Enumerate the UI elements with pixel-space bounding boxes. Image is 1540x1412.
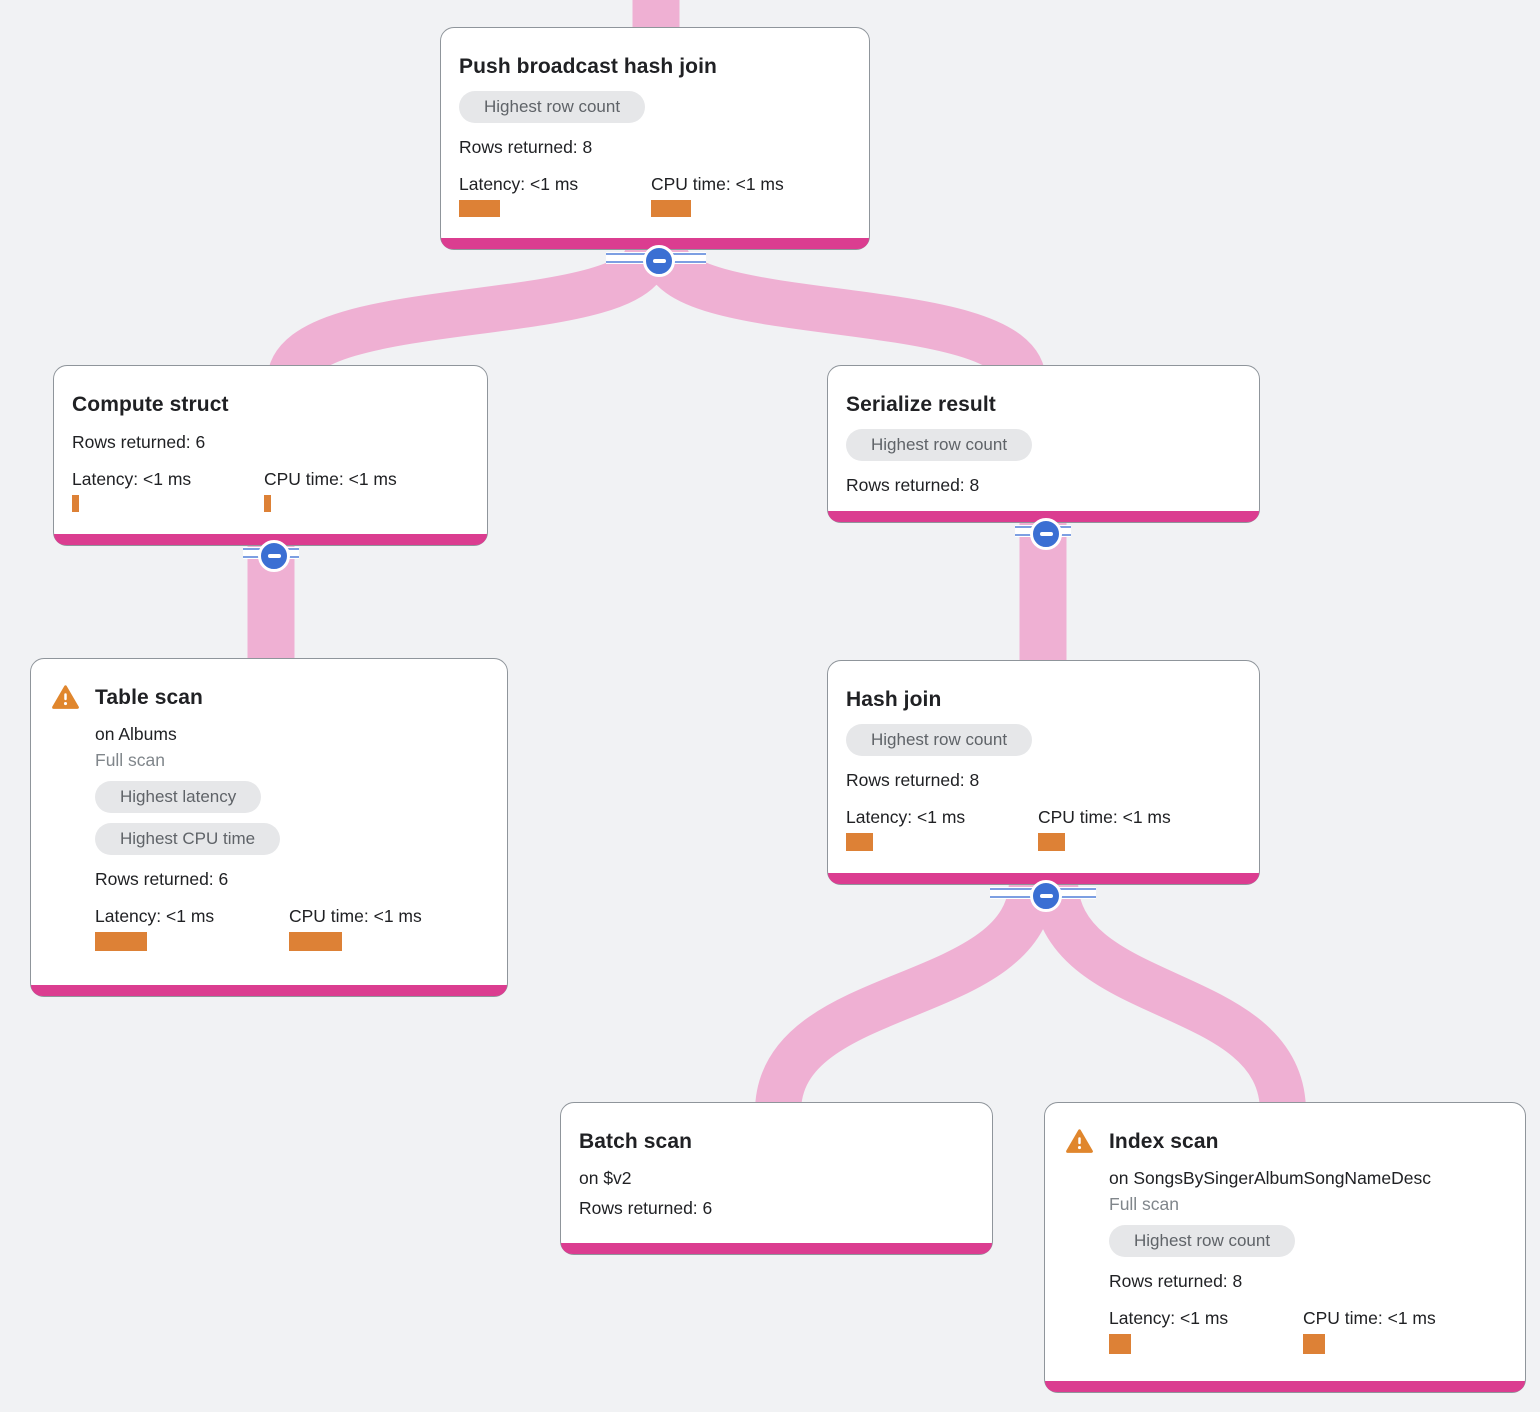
node-title: Push broadcast hash join: [459, 55, 717, 78]
plan-node-serialize-result[interactable]: Serialize result Highest row count Rows …: [827, 365, 1260, 523]
cpu-time-label: CPU time: <1 ms: [651, 174, 784, 194]
highest-latency-badge: Highest latency: [95, 781, 262, 813]
highest-cpu-time-badge: Highest CPU time: [95, 823, 281, 855]
highest-row-count-badge: Highest row count: [459, 91, 646, 123]
node-target-text: on $v2: [579, 1168, 632, 1188]
collapse-toggle-push-broadcast-hash-join: [606, 245, 706, 277]
latency-bar: [459, 200, 500, 217]
latency-bar: [846, 833, 873, 851]
collapse-toggle-hash-join: [990, 880, 1096, 912]
warning-icon: [1066, 1129, 1093, 1154]
cpu-time-bar: [1038, 833, 1065, 851]
latency-label: Latency: <1 ms: [846, 807, 966, 827]
rows-returned-text: Rows returned: 8: [846, 475, 980, 495]
collapse-toggle-compute-struct: [243, 540, 299, 572]
rows-returned-text: Rows returned: 6: [72, 432, 206, 452]
collapse-button[interactable]: [1030, 880, 1062, 912]
cpu-time-bar: [651, 200, 691, 217]
warning-icon: [52, 685, 79, 710]
link-push-to-compute-struct: [267, 245, 671, 386]
node-accent-bar: [1045, 1381, 1525, 1392]
plan-node-compute-struct[interactable]: Compute struct Rows returned: 6 Latency:…: [53, 365, 488, 546]
collapse-toggle-serialize-result: [1015, 518, 1071, 550]
rows-returned-text: Rows returned: 6: [579, 1198, 713, 1218]
node-accent-bar: [441, 238, 869, 249]
collapse-button[interactable]: [1030, 518, 1062, 550]
cpu-time-label: CPU time: <1 ms: [264, 469, 397, 489]
node-accent-bar: [54, 534, 487, 545]
rows-returned-text: Rows returned: 8: [459, 137, 593, 157]
node-accent-bar: [561, 1243, 992, 1254]
cpu-time-bar: [1303, 1334, 1325, 1354]
node-title: Hash join: [846, 688, 942, 711]
plan-node-hash-join[interactable]: Hash join Highest row count Rows returne…: [827, 660, 1260, 885]
latency-bar: [1109, 1334, 1131, 1354]
minus-icon: [652, 259, 666, 263]
link-hash-join-to-index-scan: [1032, 878, 1306, 1114]
collapse-button[interactable]: [258, 540, 290, 572]
collapse-button[interactable]: [643, 245, 675, 277]
latency-label: Latency: <1 ms: [459, 174, 579, 194]
scan-type-text: Full scan: [95, 750, 166, 770]
node-target-text: on Albums: [95, 724, 177, 744]
node-accent-bar: [828, 873, 1259, 884]
latency-label: Latency: <1 ms: [72, 469, 192, 489]
link-push-to-serialize-result: [642, 245, 1046, 386]
highest-row-count-badge: Highest row count: [846, 429, 1033, 461]
minus-icon: [267, 554, 281, 558]
cpu-time-bar: [289, 932, 342, 951]
scan-type-text: Full scan: [1109, 1194, 1180, 1214]
node-accent-bar: [828, 511, 1259, 522]
node-title: Compute struct: [72, 393, 229, 416]
rows-returned-text: Rows returned: 6: [95, 869, 229, 889]
latency-label: Latency: <1 ms: [1109, 1308, 1229, 1328]
plan-node-index-scan[interactable]: Index scan on SongsBySingerAlbumSongName…: [1044, 1102, 1526, 1393]
minus-icon: [1039, 532, 1053, 536]
node-target-text: on SongsBySingerAlbumSongNameDesc: [1109, 1168, 1431, 1188]
cpu-time-label: CPU time: <1 ms: [1038, 807, 1171, 827]
link-hash-join-to-batch-scan: [755, 878, 1055, 1114]
cpu-time-bar: [264, 495, 271, 512]
cpu-time-label: CPU time: <1 ms: [1303, 1308, 1436, 1328]
latency-bar: [95, 932, 147, 951]
rows-returned-text: Rows returned: 8: [1109, 1271, 1243, 1291]
minus-icon: [1039, 894, 1053, 898]
plan-node-table-scan[interactable]: Table scan on Albums Full scan Highest l…: [30, 658, 508, 997]
node-title: Index scan: [1109, 1130, 1219, 1153]
latency-bar: [72, 495, 79, 512]
cpu-time-label: CPU time: <1 ms: [289, 906, 422, 926]
plan-node-batch-scan[interactable]: Batch scan on $v2 Rows returned: 6: [560, 1102, 993, 1255]
highest-row-count-badge: Highest row count: [846, 724, 1033, 756]
plan-node-push-broadcast-hash-join[interactable]: Push broadcast hash join Highest row cou…: [440, 27, 870, 250]
rows-returned-text: Rows returned: 8: [846, 770, 980, 790]
node-title: Table scan: [95, 686, 203, 709]
node-title: Serialize result: [846, 393, 996, 416]
highest-row-count-badge: Highest row count: [1109, 1225, 1296, 1257]
node-title: Batch scan: [579, 1130, 693, 1153]
node-accent-bar: [31, 985, 507, 996]
latency-label: Latency: <1 ms: [95, 906, 215, 926]
